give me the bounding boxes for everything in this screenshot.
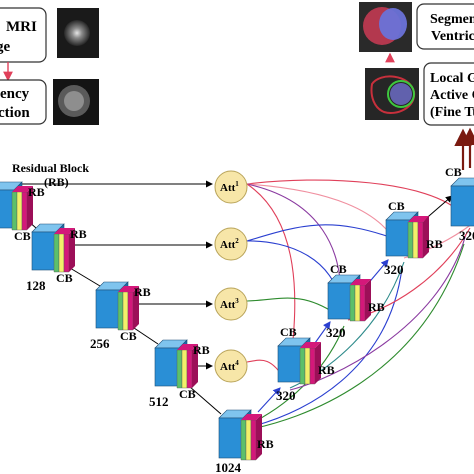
encoder-rb-label-4: RB <box>193 343 210 357</box>
attention-label-2: Att2 <box>220 237 239 251</box>
encoder-channels-4: 512 <box>149 394 169 409</box>
legend: Residual Block (RB) <box>12 161 89 189</box>
attention-gate-2: Att2 <box>214 227 248 261</box>
bottleneck-block <box>218 409 262 461</box>
encoder-block-1 <box>0 181 33 231</box>
att1-to-dec3-curve <box>246 183 399 247</box>
attention-label-1: Att1 <box>220 180 239 194</box>
encoder-channels-3: 256 <box>90 336 110 351</box>
attention-label-4: Att4 <box>220 359 239 373</box>
encoder-channels-2: 128 <box>26 278 46 293</box>
decoder-channels-1: 320 <box>276 388 296 403</box>
decoder-channels-4: 320 <box>459 228 474 243</box>
decoder-cb-label-1: CB <box>280 325 297 339</box>
encoder-rb-label-1: RB <box>28 185 45 199</box>
blocks <box>0 177 474 461</box>
decoder-rb-label-3: RB <box>426 237 443 251</box>
att3-to-dec2-curve <box>246 297 337 315</box>
mri-image-box <box>0 7 47 63</box>
encoder-cb-label-4: CB <box>179 387 196 401</box>
decoder-block-3 <box>385 211 429 259</box>
segmented-box <box>416 3 474 50</box>
bott-to-dec3-curve <box>245 267 403 429</box>
attention-gate-1: Att1 <box>214 170 248 204</box>
encoder-cb-label-3: CB <box>120 329 137 343</box>
decoder-channels-3: 320 <box>384 262 404 277</box>
legend-title: Residual Block <box>12 161 89 175</box>
segmented-label: Segmen Ventric <box>430 12 474 44</box>
decoder-cb-label-3: CB <box>388 199 405 213</box>
bott-to-dec1-arrow <box>257 387 281 413</box>
encoder-cb-label-1: CB <box>14 229 31 243</box>
decoder-block-4 <box>450 177 474 227</box>
decoder-cb-label-2: CB <box>330 262 347 276</box>
local-refine-box <box>423 62 474 126</box>
encoder-block-2 <box>31 223 75 273</box>
encoder-block-4 <box>154 339 198 389</box>
decoder-rb-label-1: RB <box>318 363 335 377</box>
legend-abbr: (RB) <box>44 175 69 189</box>
saliency-label: ency ction <box>0 86 33 121</box>
bott-to-dec4-curve <box>245 243 465 431</box>
decoder-rb-label-2: RB <box>368 300 385 314</box>
decoder-block-2 <box>327 274 371 322</box>
att1-to-dec2-curve <box>246 183 342 309</box>
encoder-block-3 <box>95 281 139 331</box>
decoder-cb-label-4: CB <box>445 165 462 179</box>
encoder-rb-label-3: RB <box>134 285 151 299</box>
attention-label-3: Att3 <box>220 297 239 311</box>
top-left-panel: MRI ge ency ction <box>0 7 99 125</box>
encoder-cb-label-2: CB <box>56 271 73 285</box>
decoder-block-1 <box>277 337 321 385</box>
saliency-box <box>0 79 47 125</box>
attention-gate-3: Att3 <box>214 287 248 321</box>
decoder-channels-2: 320 <box>326 325 346 340</box>
bottleneck-rb-label: RB <box>257 437 274 451</box>
bottleneck-channels: 1024 <box>215 460 242 474</box>
local-refine-label: Local G Active C (Fine Tu <box>430 71 474 120</box>
mri-image-label: MRI ge <box>0 19 41 55</box>
top-right-panel: Segmen Ventric Local G Active C (Fine Tu <box>359 2 474 126</box>
mri-thumbnail-heart <box>64 20 90 46</box>
attention-gate-4: Att4 <box>214 349 248 383</box>
encoder-rb-label-2: RB <box>70 227 87 241</box>
att1-to-dec4-curve <box>246 179 463 215</box>
att2-to-dec3-curve <box>246 224 399 242</box>
